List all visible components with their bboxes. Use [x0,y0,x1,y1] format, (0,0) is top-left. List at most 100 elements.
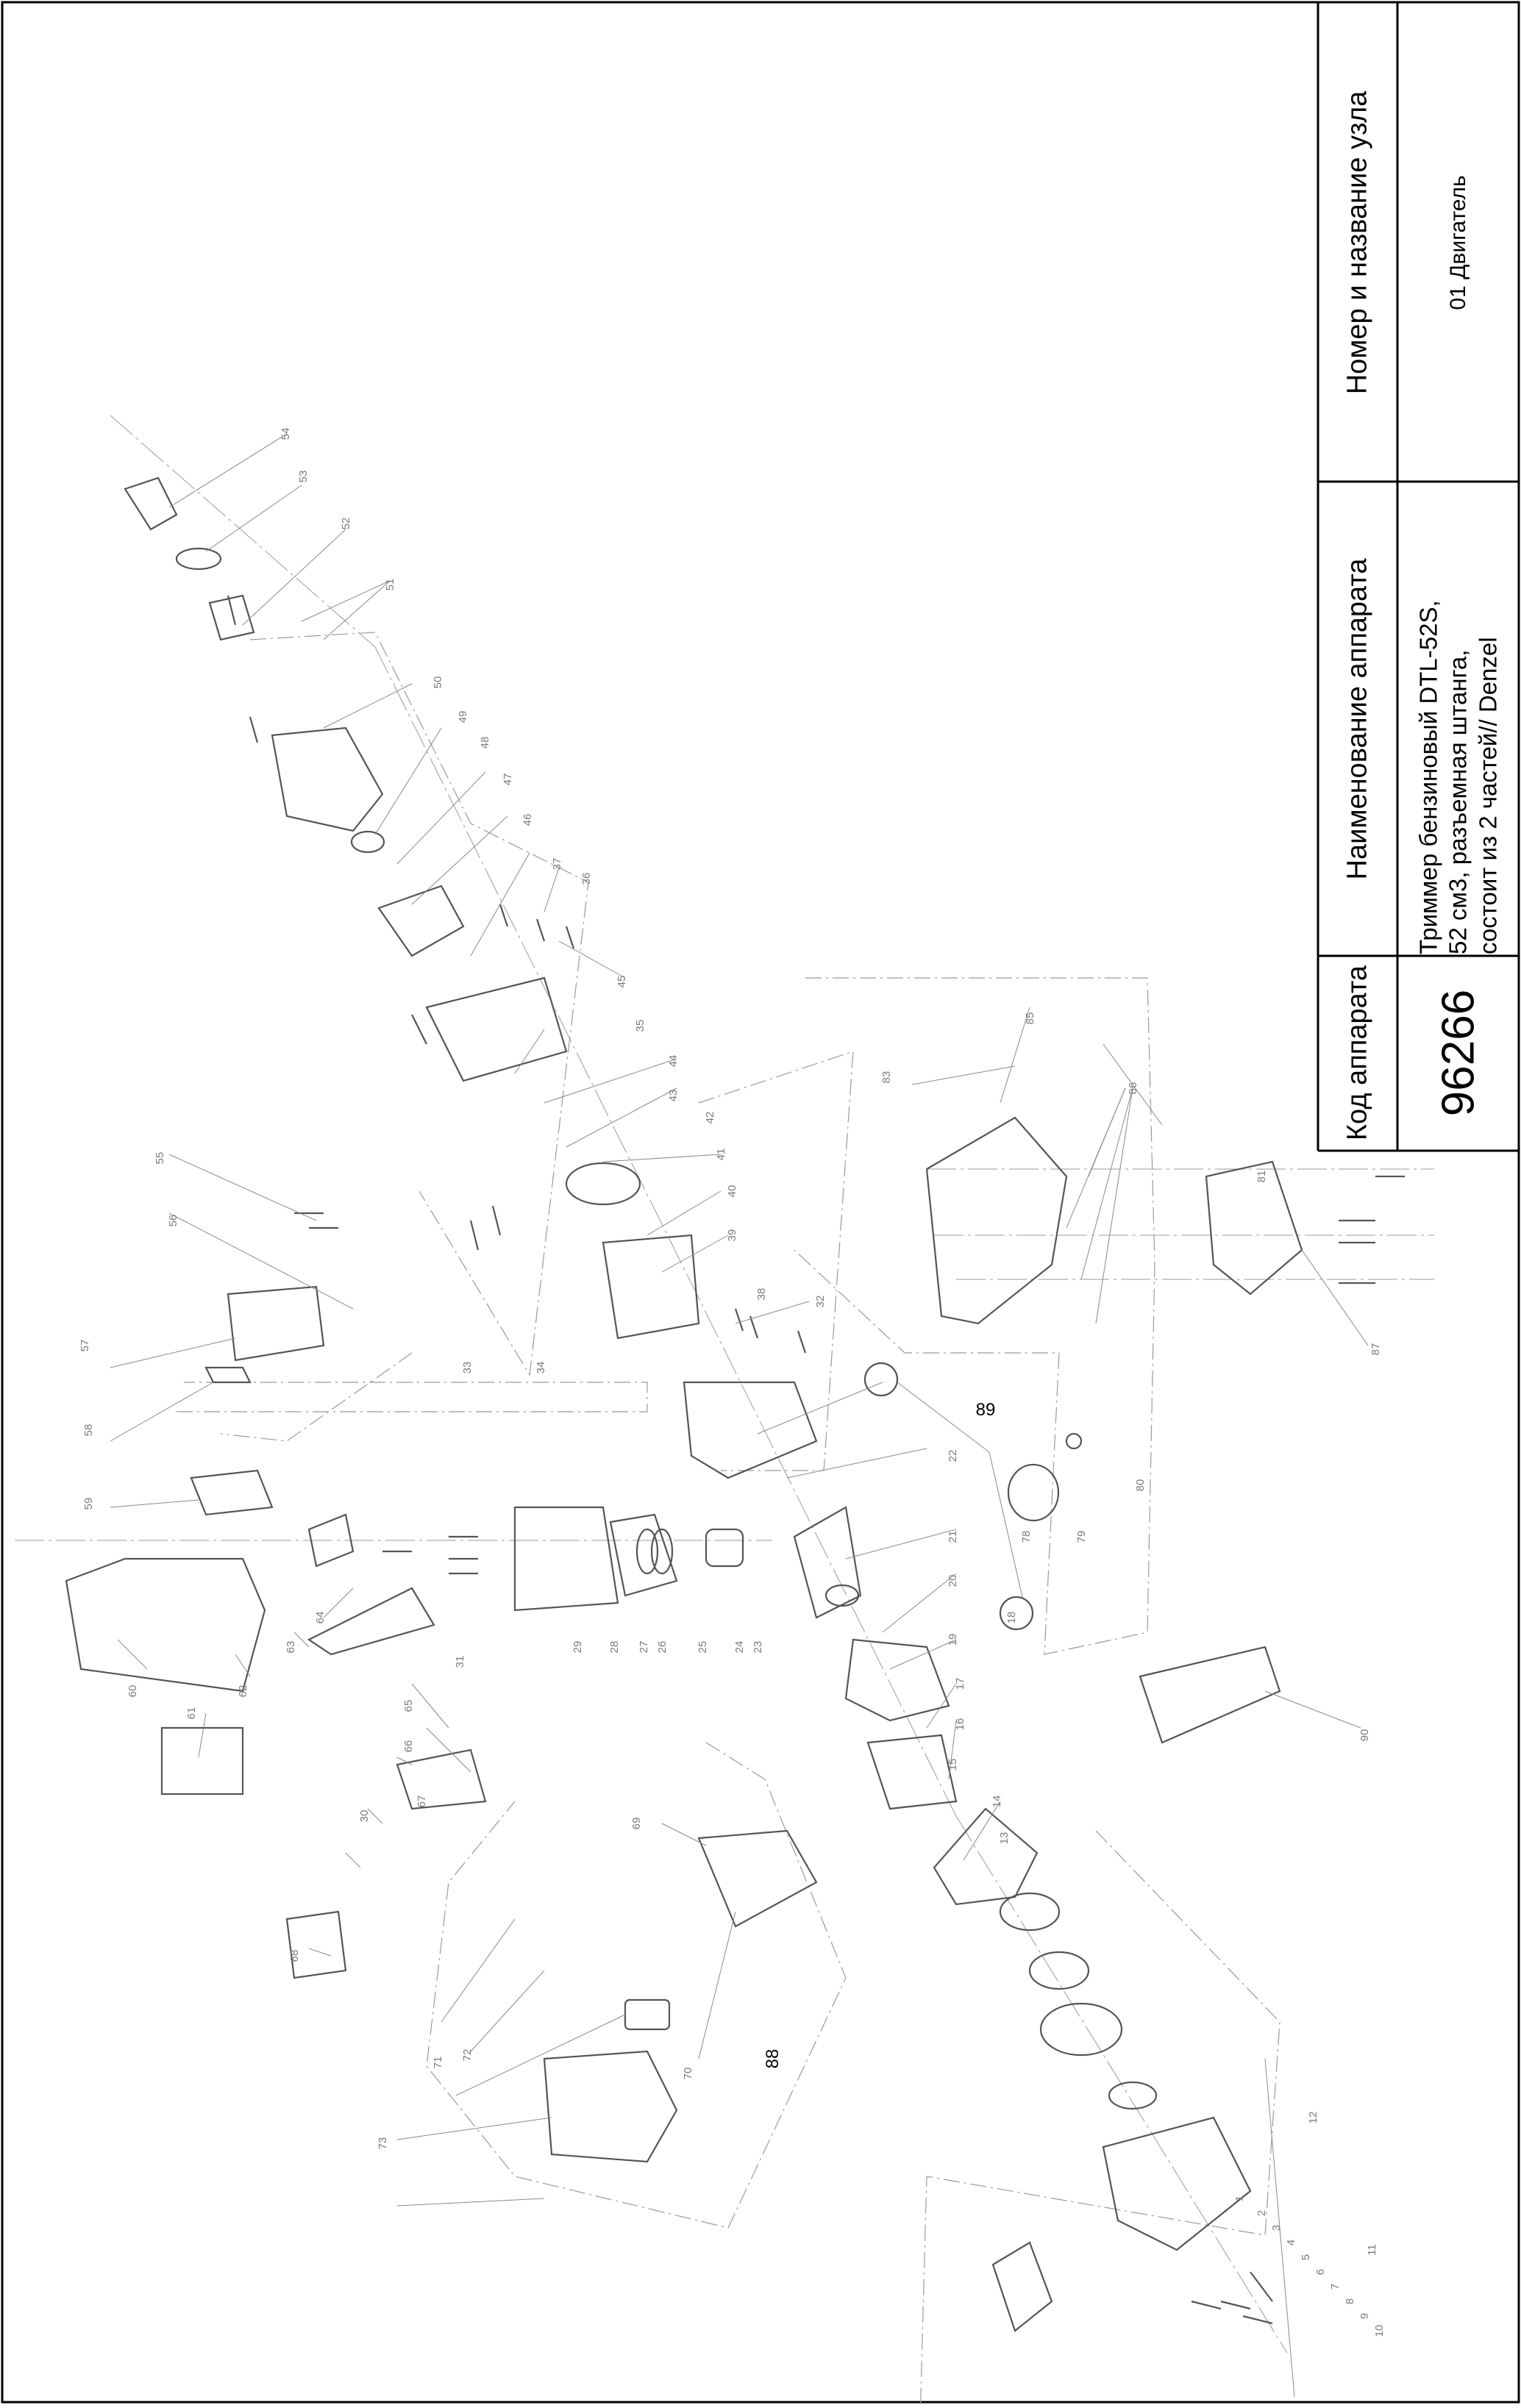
callout-43: 43 [667,1090,680,1102]
callout-20: 20 [947,1575,959,1587]
callout-3: 3 [1270,2225,1283,2231]
callout-47: 47 [502,774,514,786]
callout-42: 42 [704,1112,716,1124]
callout-48: 48 [479,737,491,749]
callout-12: 12 [1307,2112,1319,2124]
callout-26: 26 [656,1641,669,1654]
callout-37: 37 [551,858,563,871]
leader-lines [110,433,1369,2398]
callout-67: 67 [416,1796,428,1808]
callout-32: 32 [814,1296,827,1308]
callout-15: 15 [947,1759,959,1771]
assembly-guides [15,415,1434,2408]
callout-63: 63 [285,1641,297,1654]
unit-header: Номер и название узла [1342,90,1373,395]
callout-69: 69 [630,1818,643,1830]
callout-30: 30 [358,1810,371,1823]
appliance-name-line-3: состоит из 2 частей// Denzel [1474,637,1502,954]
callout-78: 78 [1020,1531,1033,1543]
callout-59: 59 [82,1498,95,1510]
callout-36: 36 [580,873,593,885]
callout-49: 49 [457,711,469,724]
callout-87: 87 [1369,1343,1382,1356]
callout-23: 23 [752,1641,764,1654]
callout-54: 54 [279,428,292,440]
engine-part-shapes [65,476,1405,2332]
callout-21: 21 [947,1531,959,1543]
callout-13: 13 [998,1832,1011,1845]
callout-35: 35 [634,1020,646,1032]
callout-80: 80 [1134,1479,1147,1492]
callout-56: 56 [167,1215,179,1227]
callout-60: 60 [127,1685,139,1698]
callout-2: 2 [1255,2210,1268,2216]
callout-8: 8 [1344,2298,1356,2304]
callout-88: 88 [763,2049,783,2069]
callout-72: 72 [461,2049,474,2062]
title-block-frame [1317,2,1520,1152]
part-callouts: 1234567891011121314151617181920212223242… [79,428,1386,2337]
code-value: 96266 [1433,989,1484,1117]
callout-61: 61 [185,1707,198,1720]
callout-79: 79 [1075,1531,1088,1543]
code-header: Код аппарата [1342,965,1373,1141]
callout-6: 6 [1314,2269,1327,2275]
callout-66: 66 [402,1740,415,1753]
callout-83: 83 [880,1071,893,1084]
appliance-name: Триммер бензиновый DTL-52S, 52 см3, разъ… [1414,484,1503,954]
callout-5: 5 [1300,2254,1312,2260]
callout-28: 28 [608,1641,621,1654]
callout-25: 25 [697,1641,709,1654]
callout-18: 18 [1005,1612,1018,1624]
callout-89: 89 [976,1400,996,1420]
callout-52: 52 [340,518,352,530]
callout-4: 4 [1285,2240,1297,2246]
callout-1: 1 [1233,2196,1246,2201]
callout-27: 27 [638,1641,650,1654]
callout-40: 40 [726,1185,738,1198]
callout-19: 19 [947,1634,959,1646]
callout-24: 24 [733,1641,746,1654]
callout-14: 14 [991,1796,1003,1808]
callout-70: 70 [682,2068,694,2080]
callout-71: 71 [432,2057,444,2069]
callout-38: 38 [755,1288,768,1301]
callout-85: 85 [1024,1012,1036,1025]
callout-58: 58 [82,1424,95,1437]
callout-53: 53 [297,471,310,483]
callout-29: 29 [571,1641,584,1654]
callout-64: 64 [314,1612,327,1624]
appliance-name-line-1: Триммер бензиновый DTL-52S, [1414,600,1442,954]
unit-value: 01 Двигатель [1446,175,1470,310]
callout-50: 50 [432,676,444,689]
callout-17: 17 [954,1678,966,1690]
callout-33: 33 [461,1362,474,1374]
callout-10: 10 [1373,2325,1386,2337]
appliance-name-line-2: 52 см3, разъемная штанга, [1444,649,1472,954]
callout-57: 57 [79,1340,91,1352]
callout-55: 55 [154,1152,166,1165]
name-header: Наименование аппарата [1342,558,1373,880]
callout-41: 41 [715,1148,727,1161]
callout-16: 16 [954,1718,966,1731]
callout-51: 51 [384,579,396,591]
callout-9: 9 [1358,2313,1371,2319]
callout-81: 81 [1255,1171,1268,1183]
callout-22: 22 [947,1450,959,1462]
callout-11: 11 [1366,2244,1378,2256]
callout-73: 73 [377,2137,389,2150]
callout-7: 7 [1329,2284,1342,2290]
callout-62: 62 [237,1685,249,1698]
callout-34: 34 [535,1362,547,1374]
callout-39: 39 [726,1229,738,1242]
callout-86: 86 [1127,1082,1139,1095]
callout-65: 65 [402,1700,415,1712]
callout-68: 68 [288,1950,301,1962]
callout-31: 31 [454,1656,466,1668]
callout-45: 45 [616,976,628,988]
callout-44: 44 [667,1055,680,1068]
callout-90: 90 [1358,1729,1371,1742]
